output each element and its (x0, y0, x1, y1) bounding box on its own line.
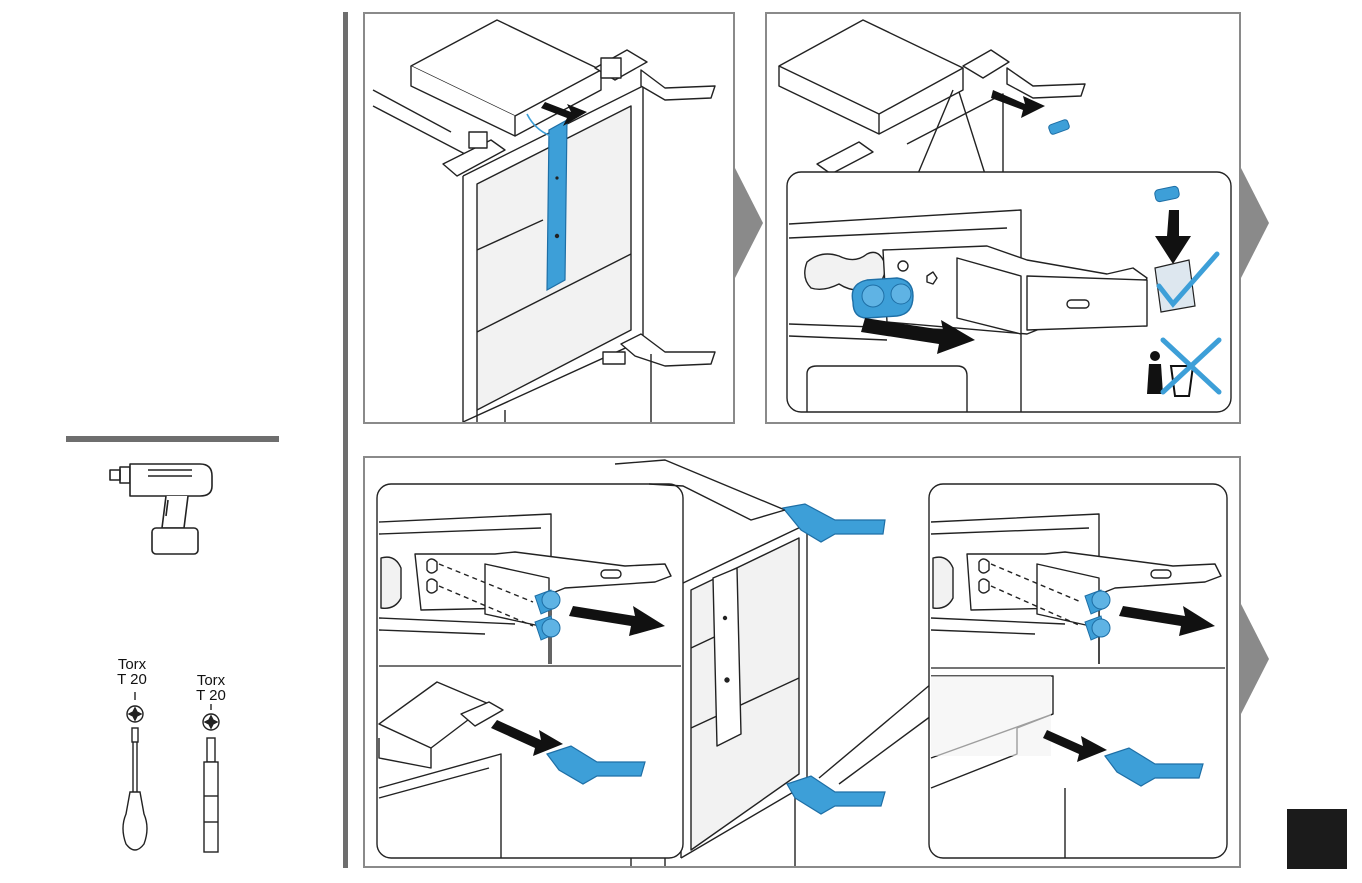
screwdriver-label: Torx T 20 (110, 657, 154, 687)
step-1-illustration (365, 14, 733, 422)
torx-screwdriver-icon (118, 688, 152, 858)
cordless-drill-icon (108, 458, 220, 562)
screwdriver-label-line1: Torx (110, 657, 154, 672)
tools-section-rule (66, 436, 279, 442)
step-3-panel (363, 456, 1241, 868)
left-callout (377, 484, 683, 858)
blue-strip (547, 120, 567, 290)
chevron-right-icon (735, 168, 763, 278)
bit-label: Torx T 20 (189, 673, 233, 703)
screwdriver-label-line2: T 20 (110, 672, 154, 687)
chevron-right-icon (1241, 604, 1269, 714)
blue-hinge-bottom (787, 776, 885, 814)
step-1-panel (363, 12, 735, 424)
torx-bit-icon (196, 704, 226, 860)
step-3-illustration (365, 458, 1239, 866)
column-divider (343, 12, 348, 868)
bit-label-line1: Torx (189, 673, 233, 688)
right-callout (929, 484, 1227, 858)
page-marker-block (1287, 809, 1347, 869)
bit-label-line2: T 20 (189, 688, 233, 703)
step-2-panel (765, 12, 1241, 424)
blue-pin-small (1048, 119, 1070, 135)
chevron-right-icon (1241, 168, 1269, 278)
step-2-illustration (767, 14, 1239, 422)
blue-pin-magnified (852, 278, 913, 318)
